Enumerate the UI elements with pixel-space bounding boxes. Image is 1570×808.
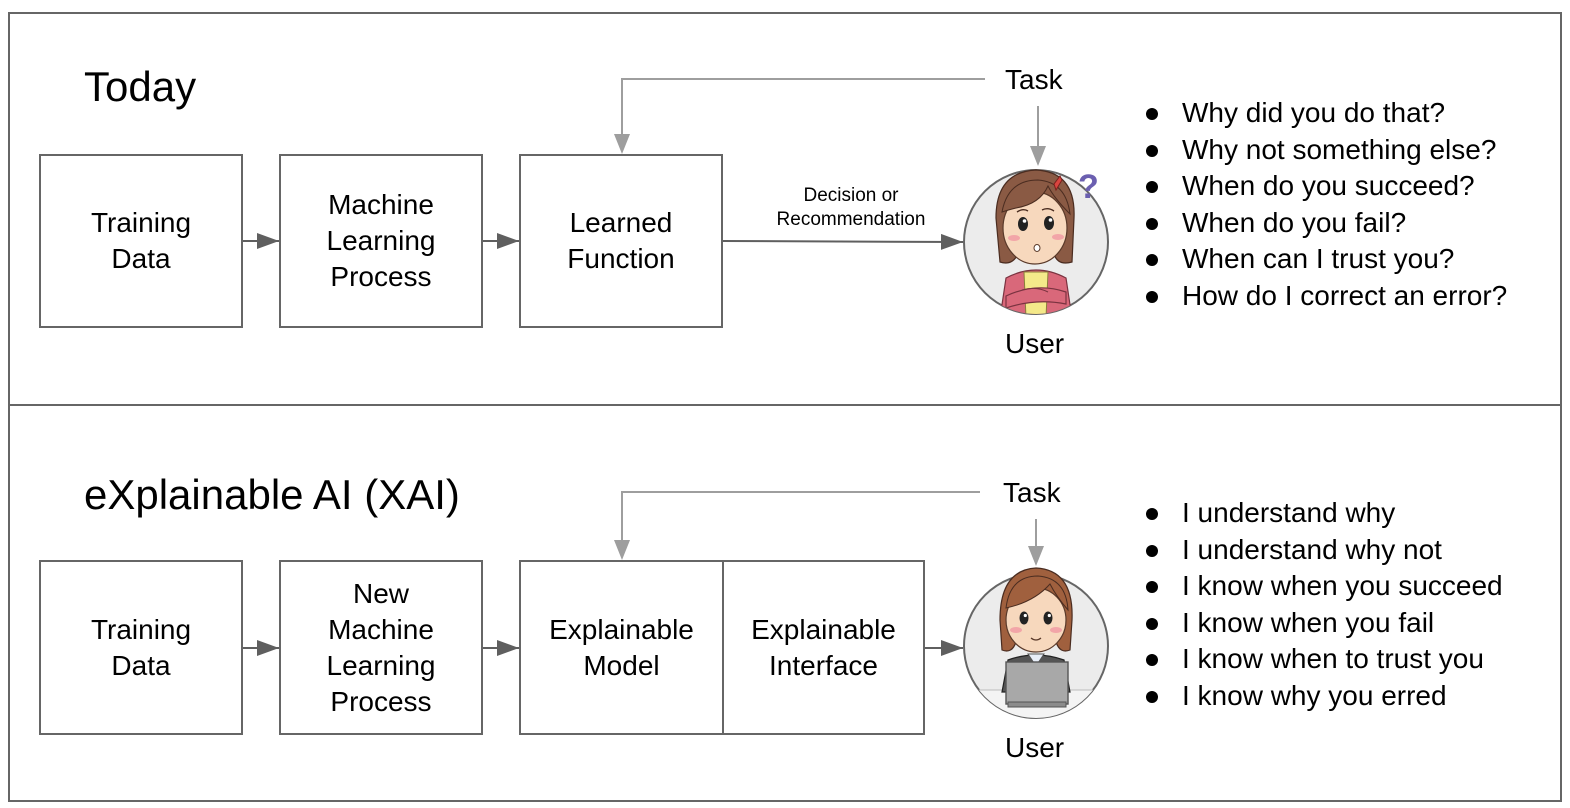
bullet-icon (1146, 617, 1158, 630)
statement-item: I know when you succeed (1144, 568, 1503, 605)
bullet-icon (1146, 581, 1158, 593)
box-text-line: New (352, 577, 409, 609)
bullet-icon (1146, 181, 1158, 193)
task-label: Task (1005, 64, 1063, 95)
user-label: User (1005, 328, 1065, 359)
explainable-interface-box: Explainable Interface (722, 560, 925, 735)
box-text-line: Machine (328, 189, 434, 220)
xai-statements-list: I understand why I understand why not I … (1144, 495, 1503, 714)
training-data-box: Training Data (39, 154, 243, 328)
question-item: When do you fail? (1144, 205, 1507, 242)
statement-item: I know when to trust you (1144, 641, 1503, 678)
section-divider (8, 404, 1560, 406)
xai-task-label: Task (1003, 477, 1061, 508)
question-item: When can I trust you? (1144, 241, 1507, 278)
bullet-icon (1146, 290, 1158, 303)
bullet-icon (1146, 254, 1158, 266)
new-ml-process-box: New Machine Learning Process (279, 560, 483, 735)
explainable-model-box: Explainable Model (519, 560, 724, 735)
statement-item: I understand why (1144, 495, 1503, 532)
question-item: Why not something else? (1144, 132, 1507, 169)
laptop-user-icon (963, 567, 1109, 719)
box-text-line: Training (90, 613, 192, 645)
bullet-icon (1146, 690, 1158, 703)
learned-function-box: Learned Function (519, 154, 723, 328)
box-text-line: Explainable (549, 613, 694, 645)
today-questions-list: Why did you do that? Why not something e… (1144, 95, 1507, 314)
bullet-icon (1146, 654, 1158, 666)
box-text-line: Data (111, 649, 171, 681)
bullet-icon (1146, 217, 1158, 230)
box-text-line: Model (583, 649, 660, 681)
box-text-line: Process (330, 261, 432, 292)
question-item: Why did you do that? (1144, 95, 1507, 132)
box-text-line: Process (330, 685, 432, 717)
box-text-line: Training (90, 207, 192, 238)
decision-edge-label: Decision or Recommendation (766, 184, 936, 232)
xai-training-data-box: Training Data (39, 560, 243, 735)
edge-label-line: Decision or (803, 185, 899, 206)
confused-user-icon: ? (963, 168, 1109, 315)
box-text-line: Function (567, 243, 675, 274)
box-text-line: Learned (569, 207, 673, 238)
box-text-line: Machine (328, 613, 434, 645)
question-item: When do you succeed? (1144, 168, 1507, 205)
box-text-line: Learning (326, 225, 436, 256)
xai-user-label: User (1005, 732, 1065, 763)
statement-item: I know when you fail (1144, 605, 1503, 642)
bullet-icon (1146, 144, 1158, 157)
bullet-icon (1146, 544, 1158, 557)
box-text-line: Explainable (751, 613, 896, 645)
statement-item: I understand why not (1144, 532, 1503, 569)
statement-item: I know why you erred (1144, 678, 1503, 715)
diagram-frame (8, 12, 1562, 802)
xai-title: eXplainable AI (XAI) (84, 471, 460, 518)
today-title: Today (84, 63, 197, 110)
question-item: How do I correct an error? (1144, 278, 1507, 315)
bullet-icon (1146, 108, 1158, 120)
question-mark-icon: ? (1078, 168, 1099, 206)
box-text-line: Interface (769, 649, 878, 681)
box-text-line: Learning (326, 649, 436, 681)
edge-label-line: Recommendation (776, 209, 926, 230)
ml-process-box: Machine Learning Process (279, 154, 483, 328)
box-text-line: Data (111, 243, 171, 274)
bullet-icon (1146, 508, 1158, 520)
